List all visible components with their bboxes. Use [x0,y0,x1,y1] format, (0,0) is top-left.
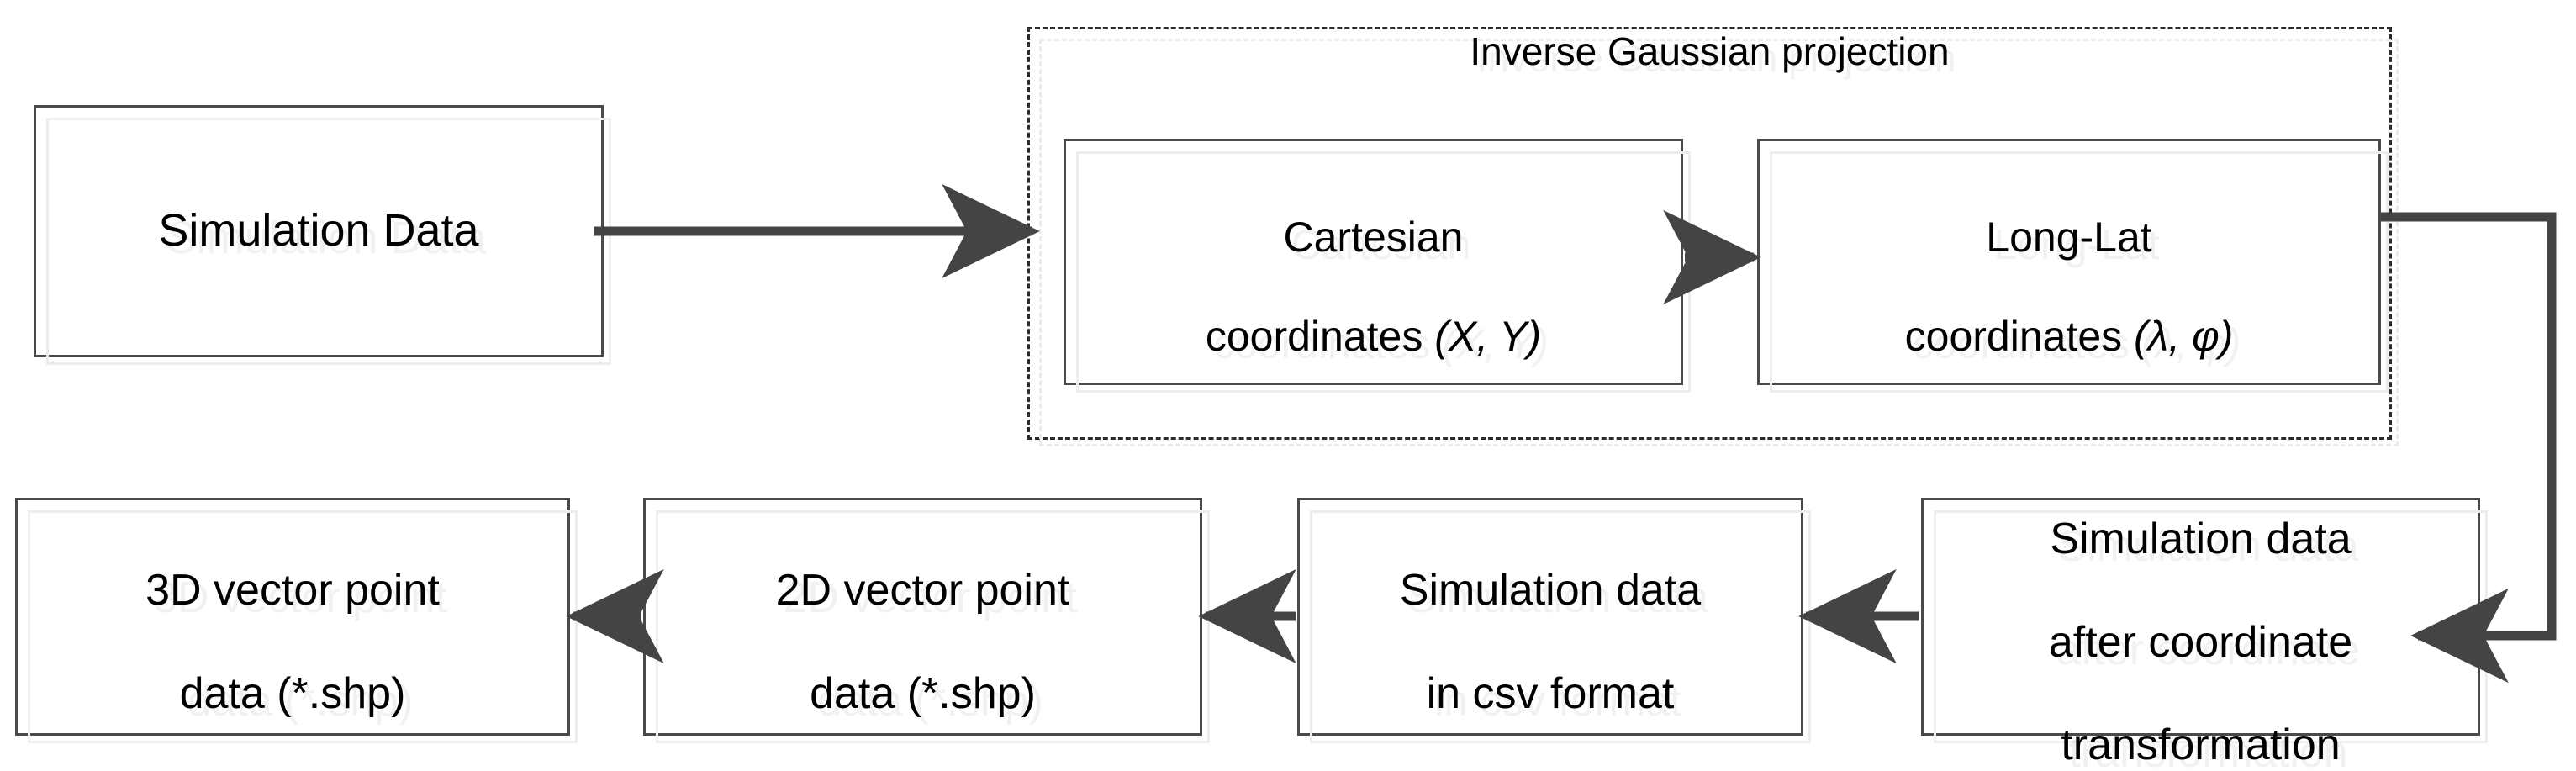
csv-line2: in csv format [1426,668,1675,718]
node-simulation-data-csv-label: Simulation data in csv format [1391,514,1709,720]
transformed-line2: after coordinate [2048,617,2353,667]
node-longlat-coordinates[interactable]: Long-Lat coordinates (λ, φ) [1757,139,2389,393]
node-simulation-data[interactable]: Simulation Data [34,105,611,365]
node-longlat-coordinates-label: Long-Lat coordinates (λ, φ) [1897,163,2242,362]
cartesian-line1: Cartesian [1283,213,1464,261]
shp2d-line1: 2D vector point [775,566,1070,615]
longlat-line2: coordinates [1904,312,2135,360]
node-cartesian-coordinates[interactable]: Cartesian coordinates (X, Y) [1064,139,1691,393]
node-2d-vector-point-data[interactable]: 2D vector point data (*.shp) [643,498,1210,743]
node-cartesian-coordinates-label: Cartesian coordinates (X, Y) [1197,163,1549,362]
csv-line1: Simulation data [1399,566,1702,615]
node-2d-vector-point-data-label: 2D vector point data (*.shp) [768,514,1079,720]
cartesian-symbols: (X, Y) [1434,312,1542,360]
group-title-inverse-gaussian-projection: Inverse Gaussian projection [1470,29,1950,73]
transformed-line3: transformation [2061,721,2341,770]
node-3d-vector-point-data-label: 3D vector point data (*.shp) [137,514,448,720]
longlat-symbols: (λ, φ) [2134,312,2234,360]
shp2d-line2: data (*.shp) [810,668,1036,718]
node-simulation-data-label: Simulation Data [158,205,479,256]
longlat-line1: Long-Lat [1986,213,2152,261]
cartesian-line2: coordinates [1205,312,1435,360]
node-simulation-data-transformed[interactable]: Simulation data after coordinate transfo… [1921,498,2488,769]
node-simulation-data-csv[interactable]: Simulation data in csv format [1297,498,1811,743]
node-simulation-data-transformed-label: Simulation data after coordinate transfo… [2040,462,2361,771]
shp3d-line1: 3D vector point [145,566,440,615]
shp3d-line2: data (*.shp) [179,668,406,718]
transformed-line1: Simulation data [2050,514,2352,563]
node-3d-vector-point-data[interactable]: 3D vector point data (*.shp) [15,498,578,743]
